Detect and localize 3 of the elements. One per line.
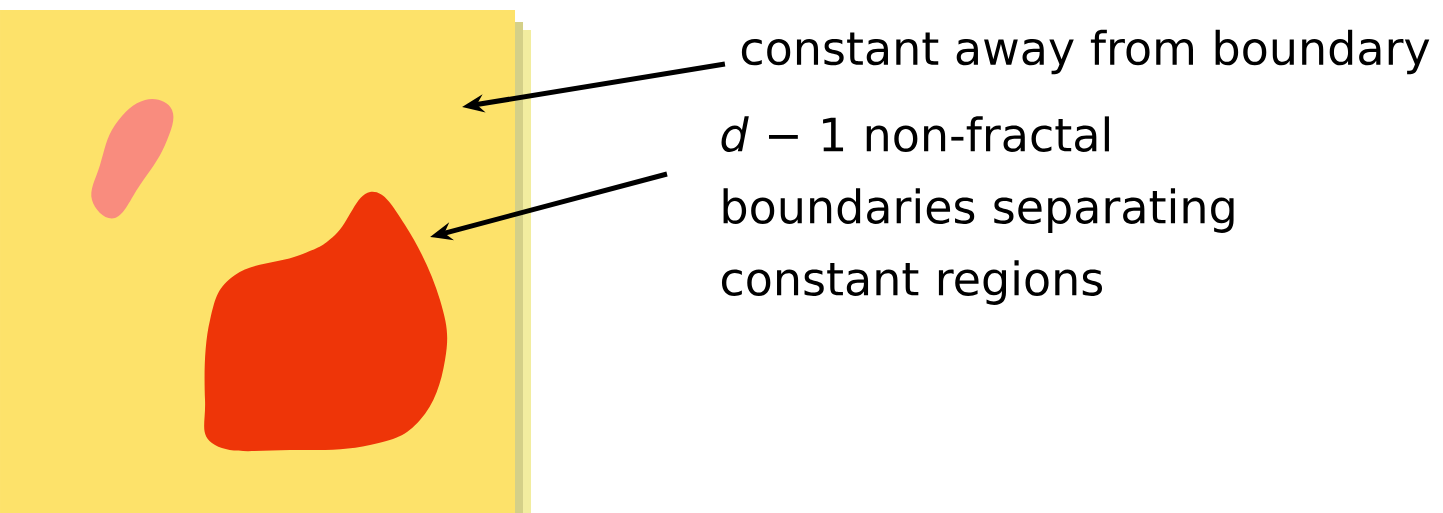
blob-region [204, 191, 448, 452]
annotation-text: d − 1 non-fractal boundaries separating constant regions [721, 116, 1234, 305]
annotation-text: constant away from boundary [741, 29, 1430, 75]
